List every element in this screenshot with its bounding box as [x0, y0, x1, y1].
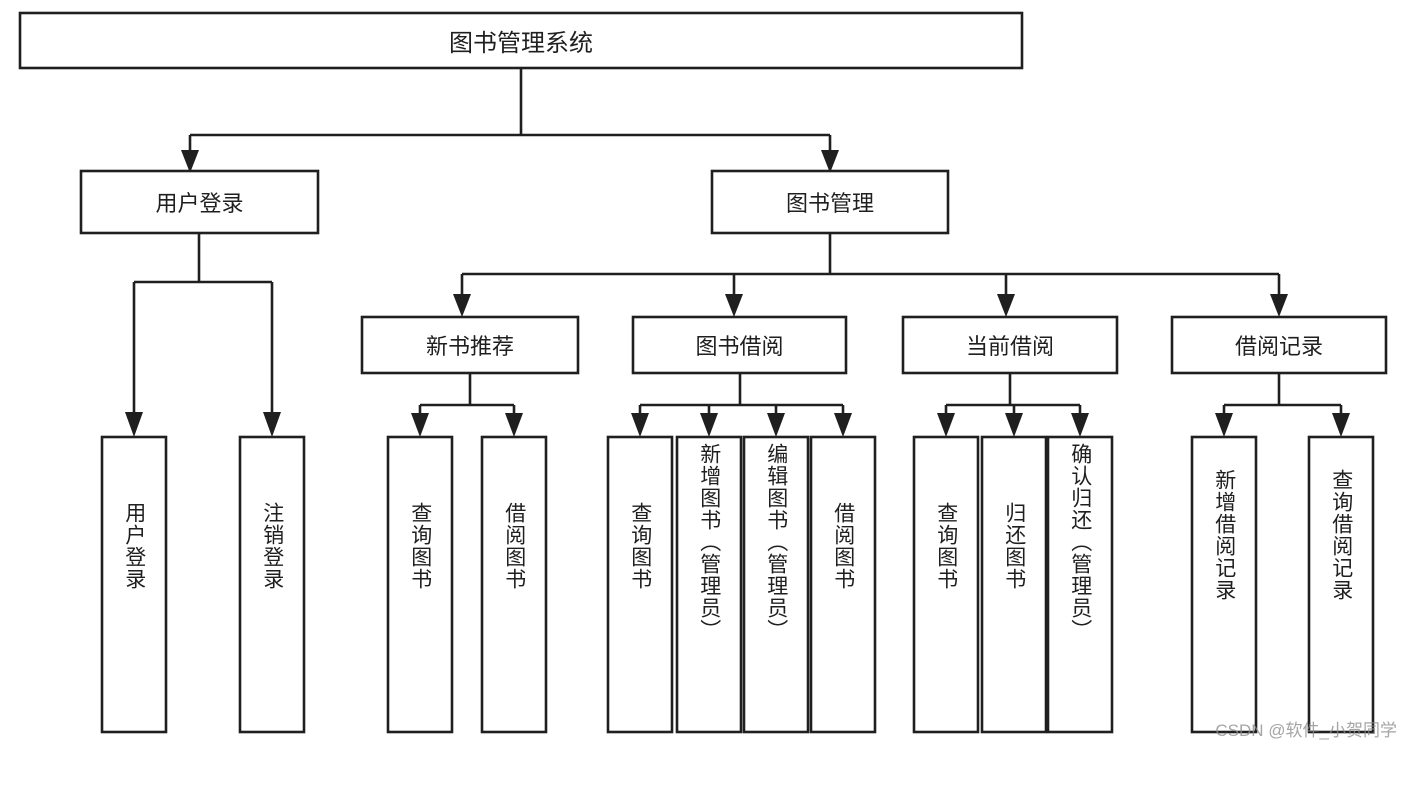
connector-group-new-book-rec [411, 373, 523, 437]
connector-group-borrow-record [1215, 373, 1350, 437]
node-box-leaf-query-book-2[interactable] [606, 435, 674, 734]
node-box-leaf-user-login[interactable] [100, 435, 168, 734]
node-box-root[interactable] [18, 11, 1024, 70]
connector-group-current-borrow [937, 373, 1089, 437]
node-box-leaf-query-book-1[interactable] [386, 435, 454, 734]
node-box-leaf-borrow-book-2[interactable] [809, 435, 877, 734]
node-box-leaf-user-logout[interactable] [238, 435, 306, 734]
node-box-leaf-add-book[interactable] [675, 435, 743, 734]
arrowhead-leaf-query-book-1 [411, 413, 429, 437]
flowchart-canvas: 图书管理系统 用户登录 图书管理 新书推荐 图书借阅 当前借阅 借阅记录 用户登… [18, 11, 1397, 740]
arrowhead-leaf-user-logout [263, 412, 281, 437]
node-box-new-book-rec[interactable] [360, 315, 580, 375]
arrowhead-leaf-confirm-return [1071, 413, 1089, 437]
arrowhead-leaf-borrow-book-1 [505, 413, 523, 437]
arrowhead-leaf-query-book-2 [631, 413, 649, 437]
arrowhead-current-borrow [997, 294, 1015, 317]
node-box-leaf-edit-book[interactable] [742, 435, 810, 734]
flowchart-svg [18, 11, 1388, 734]
arrowhead-leaf-edit-book [767, 413, 785, 437]
arrowhead-user-login [181, 150, 199, 173]
node-box-leaf-add-record[interactable] [1190, 435, 1258, 734]
arrowhead-book-borrow [725, 294, 743, 317]
node-box-user-login[interactable] [79, 169, 320, 235]
node-box-leaf-query-record[interactable] [1307, 435, 1375, 734]
arrowhead-book-manage [821, 150, 839, 173]
arrowhead-leaf-add-record [1215, 413, 1233, 437]
connector-group-root [181, 68, 839, 173]
arrowhead-leaf-borrow-book-2 [834, 413, 852, 437]
connector-group-user-login [125, 233, 281, 437]
connector-group-book-borrow [631, 373, 852, 437]
node-box-book-borrow[interactable] [631, 315, 848, 375]
node-box-leaf-return-book[interactable] [980, 435, 1048, 734]
connector-group-book-manage [453, 233, 1288, 317]
arrowhead-leaf-return-book [1005, 413, 1023, 437]
arrowhead-new-book-rec [453, 294, 471, 317]
node-box-borrow-record[interactable] [1170, 315, 1388, 375]
node-box-leaf-borrow-book-1[interactable] [480, 435, 548, 734]
arrowhead-borrow-record [1270, 294, 1288, 317]
node-box-leaf-confirm-return[interactable] [1046, 435, 1114, 734]
arrowhead-leaf-user-login [125, 412, 143, 437]
node-box-leaf-query-book-3[interactable] [912, 435, 980, 734]
arrowhead-leaf-query-book-3 [937, 413, 955, 437]
node-box-current-borrow[interactable] [901, 315, 1119, 375]
arrowhead-leaf-add-book [700, 413, 718, 437]
arrowhead-leaf-query-record [1332, 413, 1350, 437]
node-box-book-manage[interactable] [710, 169, 950, 235]
